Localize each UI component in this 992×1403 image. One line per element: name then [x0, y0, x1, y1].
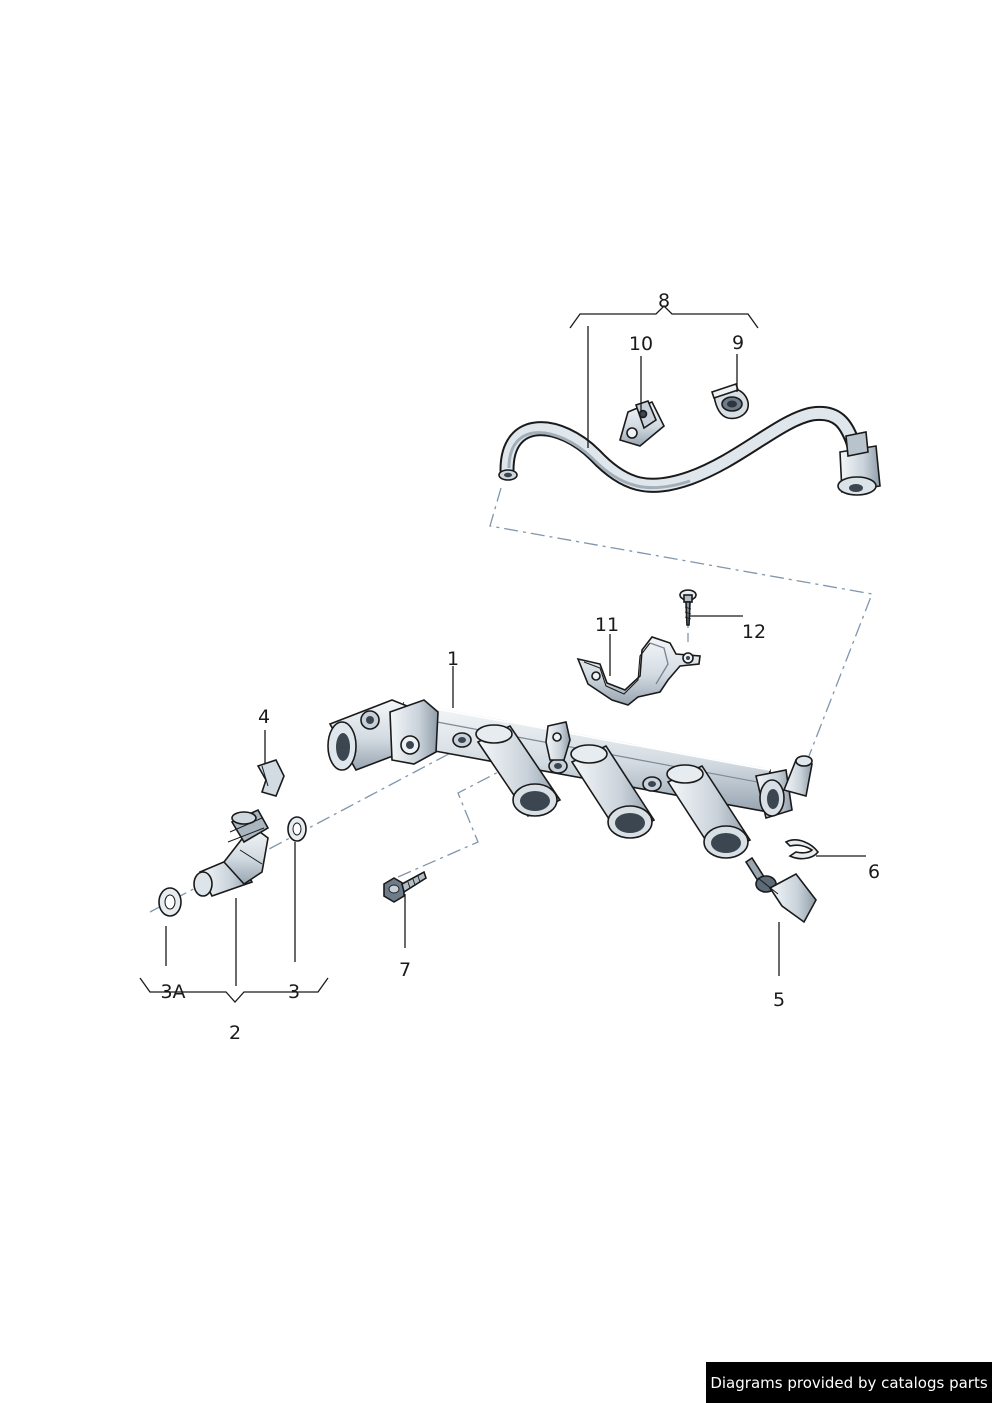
pressure-sensor-part-5 — [744, 856, 817, 924]
callout-2: 2 — [229, 1022, 241, 1044]
pipe-clamp-part-10 — [619, 400, 665, 447]
injector-cup-2 — [570, 744, 656, 839]
callout-11: 11 — [595, 614, 619, 636]
leader-lines — [139, 305, 866, 1003]
injector-cup-3 — [666, 764, 752, 859]
attribution-banner: Diagrams provided by catalogs parts — [706, 1362, 992, 1403]
clip-part-6 — [784, 839, 820, 860]
callout-5: 5 — [773, 989, 785, 1011]
attribution-text: Diagrams provided by catalogs parts — [710, 1373, 988, 1392]
callout-labels: 8 10 9 11 12 1 4 6 7 5 3A 3 2 — [160, 290, 880, 1044]
seal-ring-part-3 — [287, 816, 307, 842]
callout-12: 12 — [742, 621, 766, 643]
pipe-clip-part-9 — [710, 382, 749, 420]
fuel-pipe-part-8 — [498, 405, 881, 496]
rail-port-3 — [642, 776, 662, 792]
rail-port-1 — [452, 732, 472, 748]
callout-3a: 3A — [160, 981, 185, 1003]
injector-part-2 — [193, 808, 270, 897]
callout-6: 6 — [868, 861, 880, 883]
injector-cup-1 — [475, 724, 562, 818]
callout-3: 3 — [288, 981, 300, 1003]
retaining-clip-part-4 — [256, 759, 285, 797]
bolt-part-7 — [383, 870, 427, 903]
seal-ring-part-3a — [158, 887, 182, 917]
callout-8: 8 — [658, 290, 670, 312]
rail-port-2 — [548, 758, 568, 774]
callout-7: 7 — [399, 959, 411, 981]
fuel-rail-part-1 — [327, 699, 813, 859]
screw-part-12 — [679, 589, 697, 626]
bracket-part-11 — [576, 636, 701, 706]
callout-9: 9 — [732, 332, 744, 354]
callout-4: 4 — [258, 706, 270, 728]
callout-10: 10 — [629, 333, 653, 355]
callout-1: 1 — [447, 648, 459, 670]
